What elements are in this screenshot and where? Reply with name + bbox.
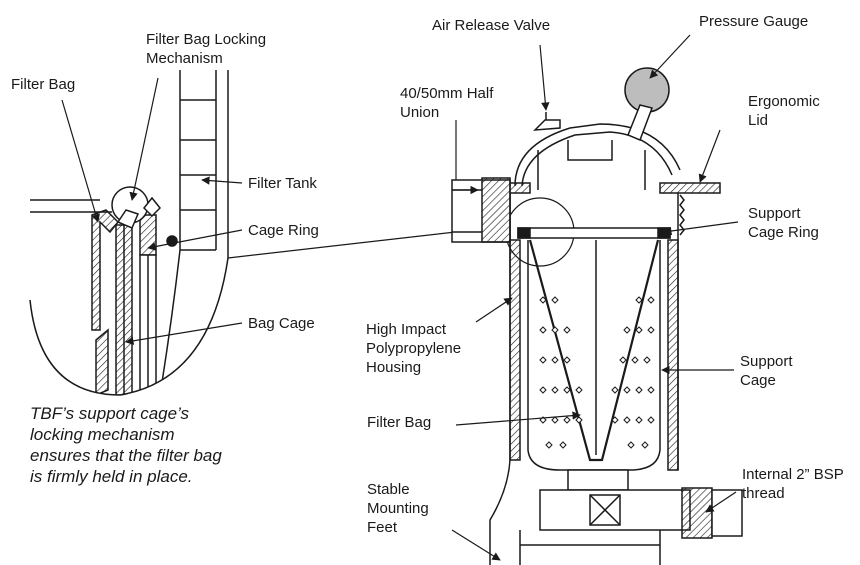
label-cage-ring: Cage Ring <box>248 222 319 239</box>
label-filter-bag-main: Filter Bag <box>367 414 432 431</box>
label-mounting-feet: Stable Mounting Feet <box>367 481 429 536</box>
filter-housing <box>451 67 743 565</box>
label-locking-mechanism: Filter Bag Locking Mechanism <box>146 31 267 67</box>
detail-view <box>29 70 229 396</box>
label-bag-cage: Bag Cage <box>248 315 315 332</box>
label-housing: High Impact Polypropylene Housing <box>366 321 462 376</box>
leader-lines <box>61 34 739 561</box>
label-air-release-valve: Air Release Valve <box>432 17 551 34</box>
label-half-union: 40/50mm Half Union <box>400 85 494 121</box>
label-filter-bag-detail: Filter Bag <box>11 76 76 93</box>
label-support-cage: Support Cage <box>740 353 793 389</box>
label-ergonomic-lid: Ergonomic Lid <box>748 93 820 129</box>
caption: TBF’s support cage’s locking mechanism e… <box>30 404 222 486</box>
label-pressure-gauge: Pressure Gauge <box>699 13 809 30</box>
label-filter-tank: Filter Tank <box>248 175 317 192</box>
label-bsp-thread: Internal 2” BSP thread <box>742 466 844 502</box>
label-support-cage-ring: Support Cage Ring <box>748 205 819 241</box>
